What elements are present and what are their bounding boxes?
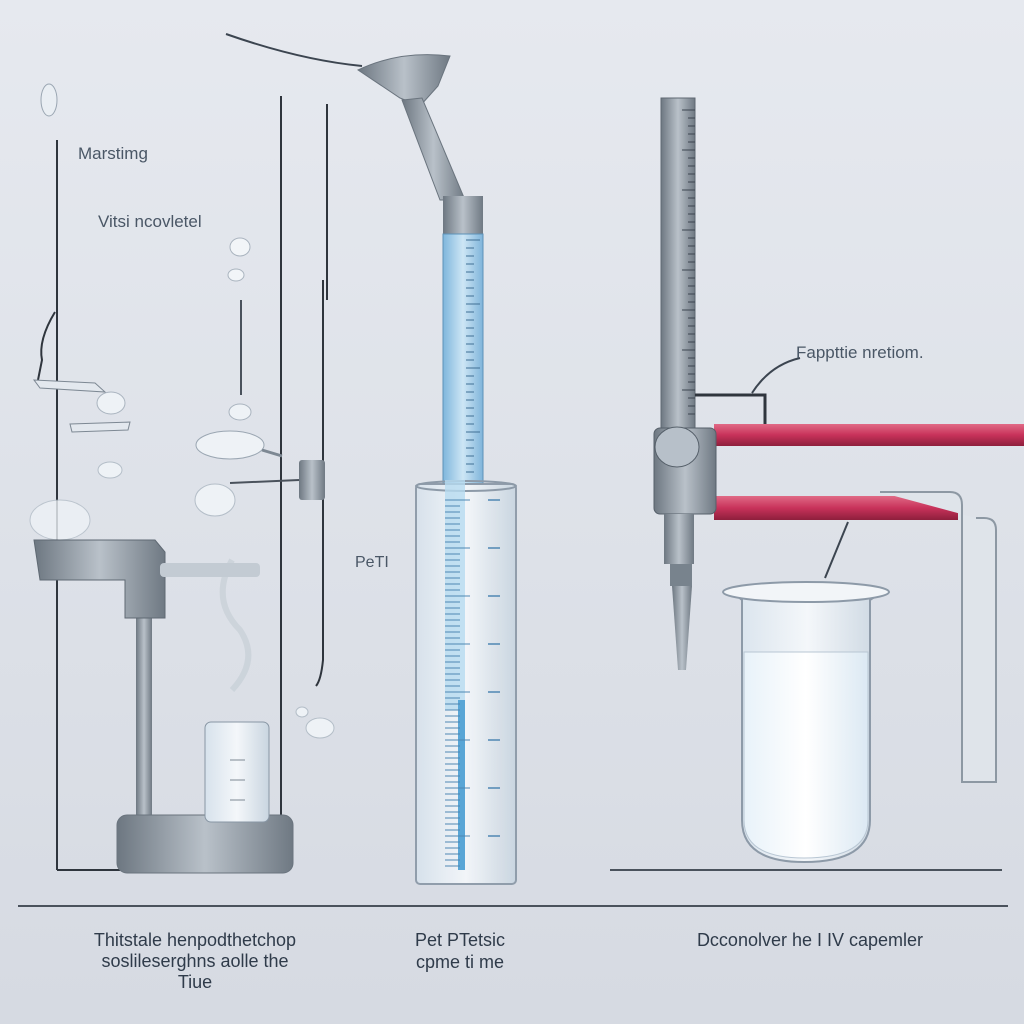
graduated-cylinder [415, 483, 517, 885]
label-pet: PeTI [355, 554, 389, 571]
ruler-ticks [682, 109, 695, 415]
tray-icon [32, 379, 107, 393]
funnel [356, 54, 451, 107]
label-vessel: Vitsi ncovletel [98, 212, 202, 231]
stand-pole [136, 600, 152, 825]
caption-mid-line2: cpme ti me [415, 952, 505, 972]
drop-icon [228, 403, 252, 421]
vapour-bubble [97, 461, 123, 479]
vapour-bubble [295, 706, 309, 718]
spoon-icon [195, 430, 265, 460]
hanging-wire [315, 280, 324, 687]
spoon-handle [261, 448, 283, 458]
bubble-icon [229, 237, 251, 257]
caption-right: Dcconolver he I IV capemler [696, 930, 924, 950]
stand-arm [33, 539, 166, 619]
burette-liquid [442, 233, 484, 485]
caption-mid-line1: Pet PTetsic [414, 930, 506, 950]
drop-icon [96, 391, 126, 415]
clamp-screw-collar [670, 564, 692, 586]
tray-icon [69, 421, 131, 433]
caption-left-line2: soslileserghns aolle the [101, 951, 289, 971]
beaker-pointer [824, 521, 849, 579]
right-apparatus [653, 97, 1024, 864]
cylinder-rim [415, 480, 517, 492]
dropper-tip [672, 586, 692, 670]
small-beaker [204, 721, 270, 823]
pointer-line [751, 357, 801, 394]
vapour-bubble [29, 499, 91, 541]
burette-top [443, 196, 483, 236]
middle-apparatus [225, 33, 517, 885]
label-marsting: Marstimg [78, 144, 148, 163]
clamp-knob [654, 426, 700, 468]
gray-pipe [880, 491, 997, 783]
inner-liquid-column [445, 480, 465, 710]
vapour-bubble [194, 483, 236, 517]
wire [229, 479, 300, 484]
red-tube-upper [714, 424, 1024, 446]
beaker-rim [722, 581, 890, 603]
bubble-icon [227, 268, 245, 282]
drop-icon [40, 83, 58, 117]
ruler-column [660, 97, 696, 429]
delivery-tube [401, 97, 466, 201]
clamp-screw [664, 514, 694, 564]
beaker-water [743, 651, 869, 859]
caption-left-line1: Thitstale henpodthetchop [93, 930, 297, 950]
wire-clip [299, 460, 325, 500]
red-tube-lower [714, 496, 958, 520]
tube-line [225, 33, 363, 67]
wire-left [37, 311, 56, 381]
cylinder-ticks [445, 499, 500, 867]
stand-rod [160, 563, 260, 577]
smoke-wisp [219, 558, 252, 693]
vapour-bubble [305, 717, 335, 739]
inner-tube [458, 700, 465, 870]
caption-left-line3: Tiue [177, 972, 213, 992]
stand-base [116, 814, 294, 874]
bracket [695, 393, 767, 425]
burette-ticks [466, 239, 480, 473]
label-pipette-note: Fappttie nretiom. [796, 343, 924, 362]
left-apparatus [29, 83, 335, 874]
